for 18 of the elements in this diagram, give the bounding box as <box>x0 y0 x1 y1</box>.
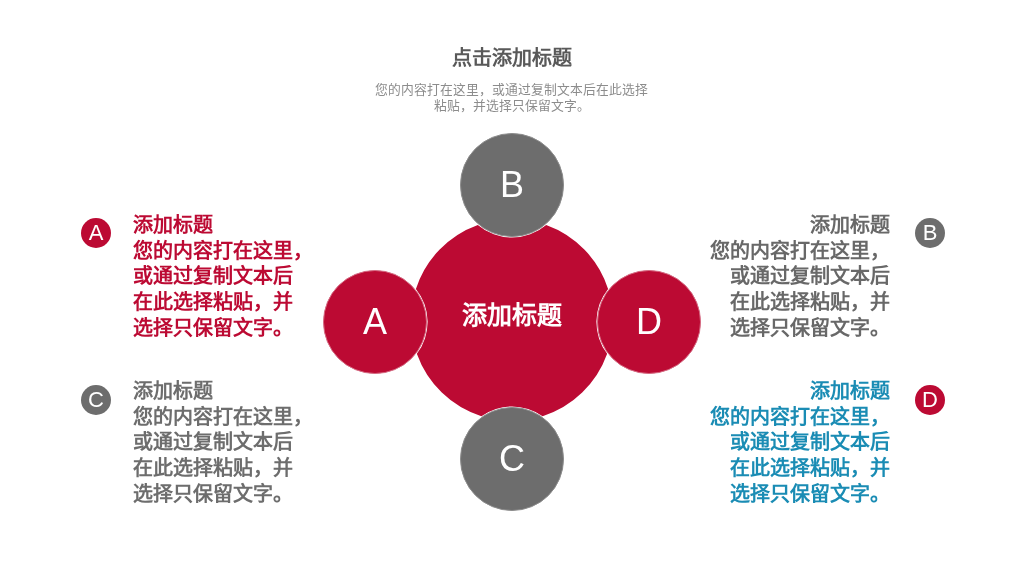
letter-badge: C <box>81 385 111 415</box>
letter-circle: D <box>597 270 701 374</box>
letter-badge: B <box>915 218 945 248</box>
item-heading: 添加标题 <box>810 213 890 239</box>
item-heading: 添加标题 <box>133 379 213 405</box>
body-text: 您的内容打在这里，或通过复制文本后在此选择粘贴，并选择只保留文字。 <box>710 238 890 342</box>
letter-badge: D <box>915 385 945 415</box>
letter-circle: B <box>460 133 564 237</box>
slide-title: 点击添加标题 <box>451 45 573 71</box>
body-text: 您的内容打在这里，或通过复制文本后在此选择粘贴，并选择只保留文字。 <box>133 404 313 508</box>
item-heading: 添加标题 <box>810 379 890 405</box>
letter-badge: A <box>81 218 111 248</box>
body-text: 您的内容打在这里，或通过复制文本后在此选择粘贴，并选择只保留文字。 <box>710 404 890 508</box>
item-heading: 添加标题 <box>133 213 213 239</box>
body-text: 您的内容打在这里，或通过复制文本后在此选择粘贴，并选择只保留文字。 <box>133 238 313 342</box>
letter-circle: C <box>460 407 564 511</box>
letter-circle: A <box>323 270 427 374</box>
subtitle-text: 您的内容打在这里，或通过复制文本后在此选择粘贴，并选择只保留文字。 <box>374 82 649 114</box>
